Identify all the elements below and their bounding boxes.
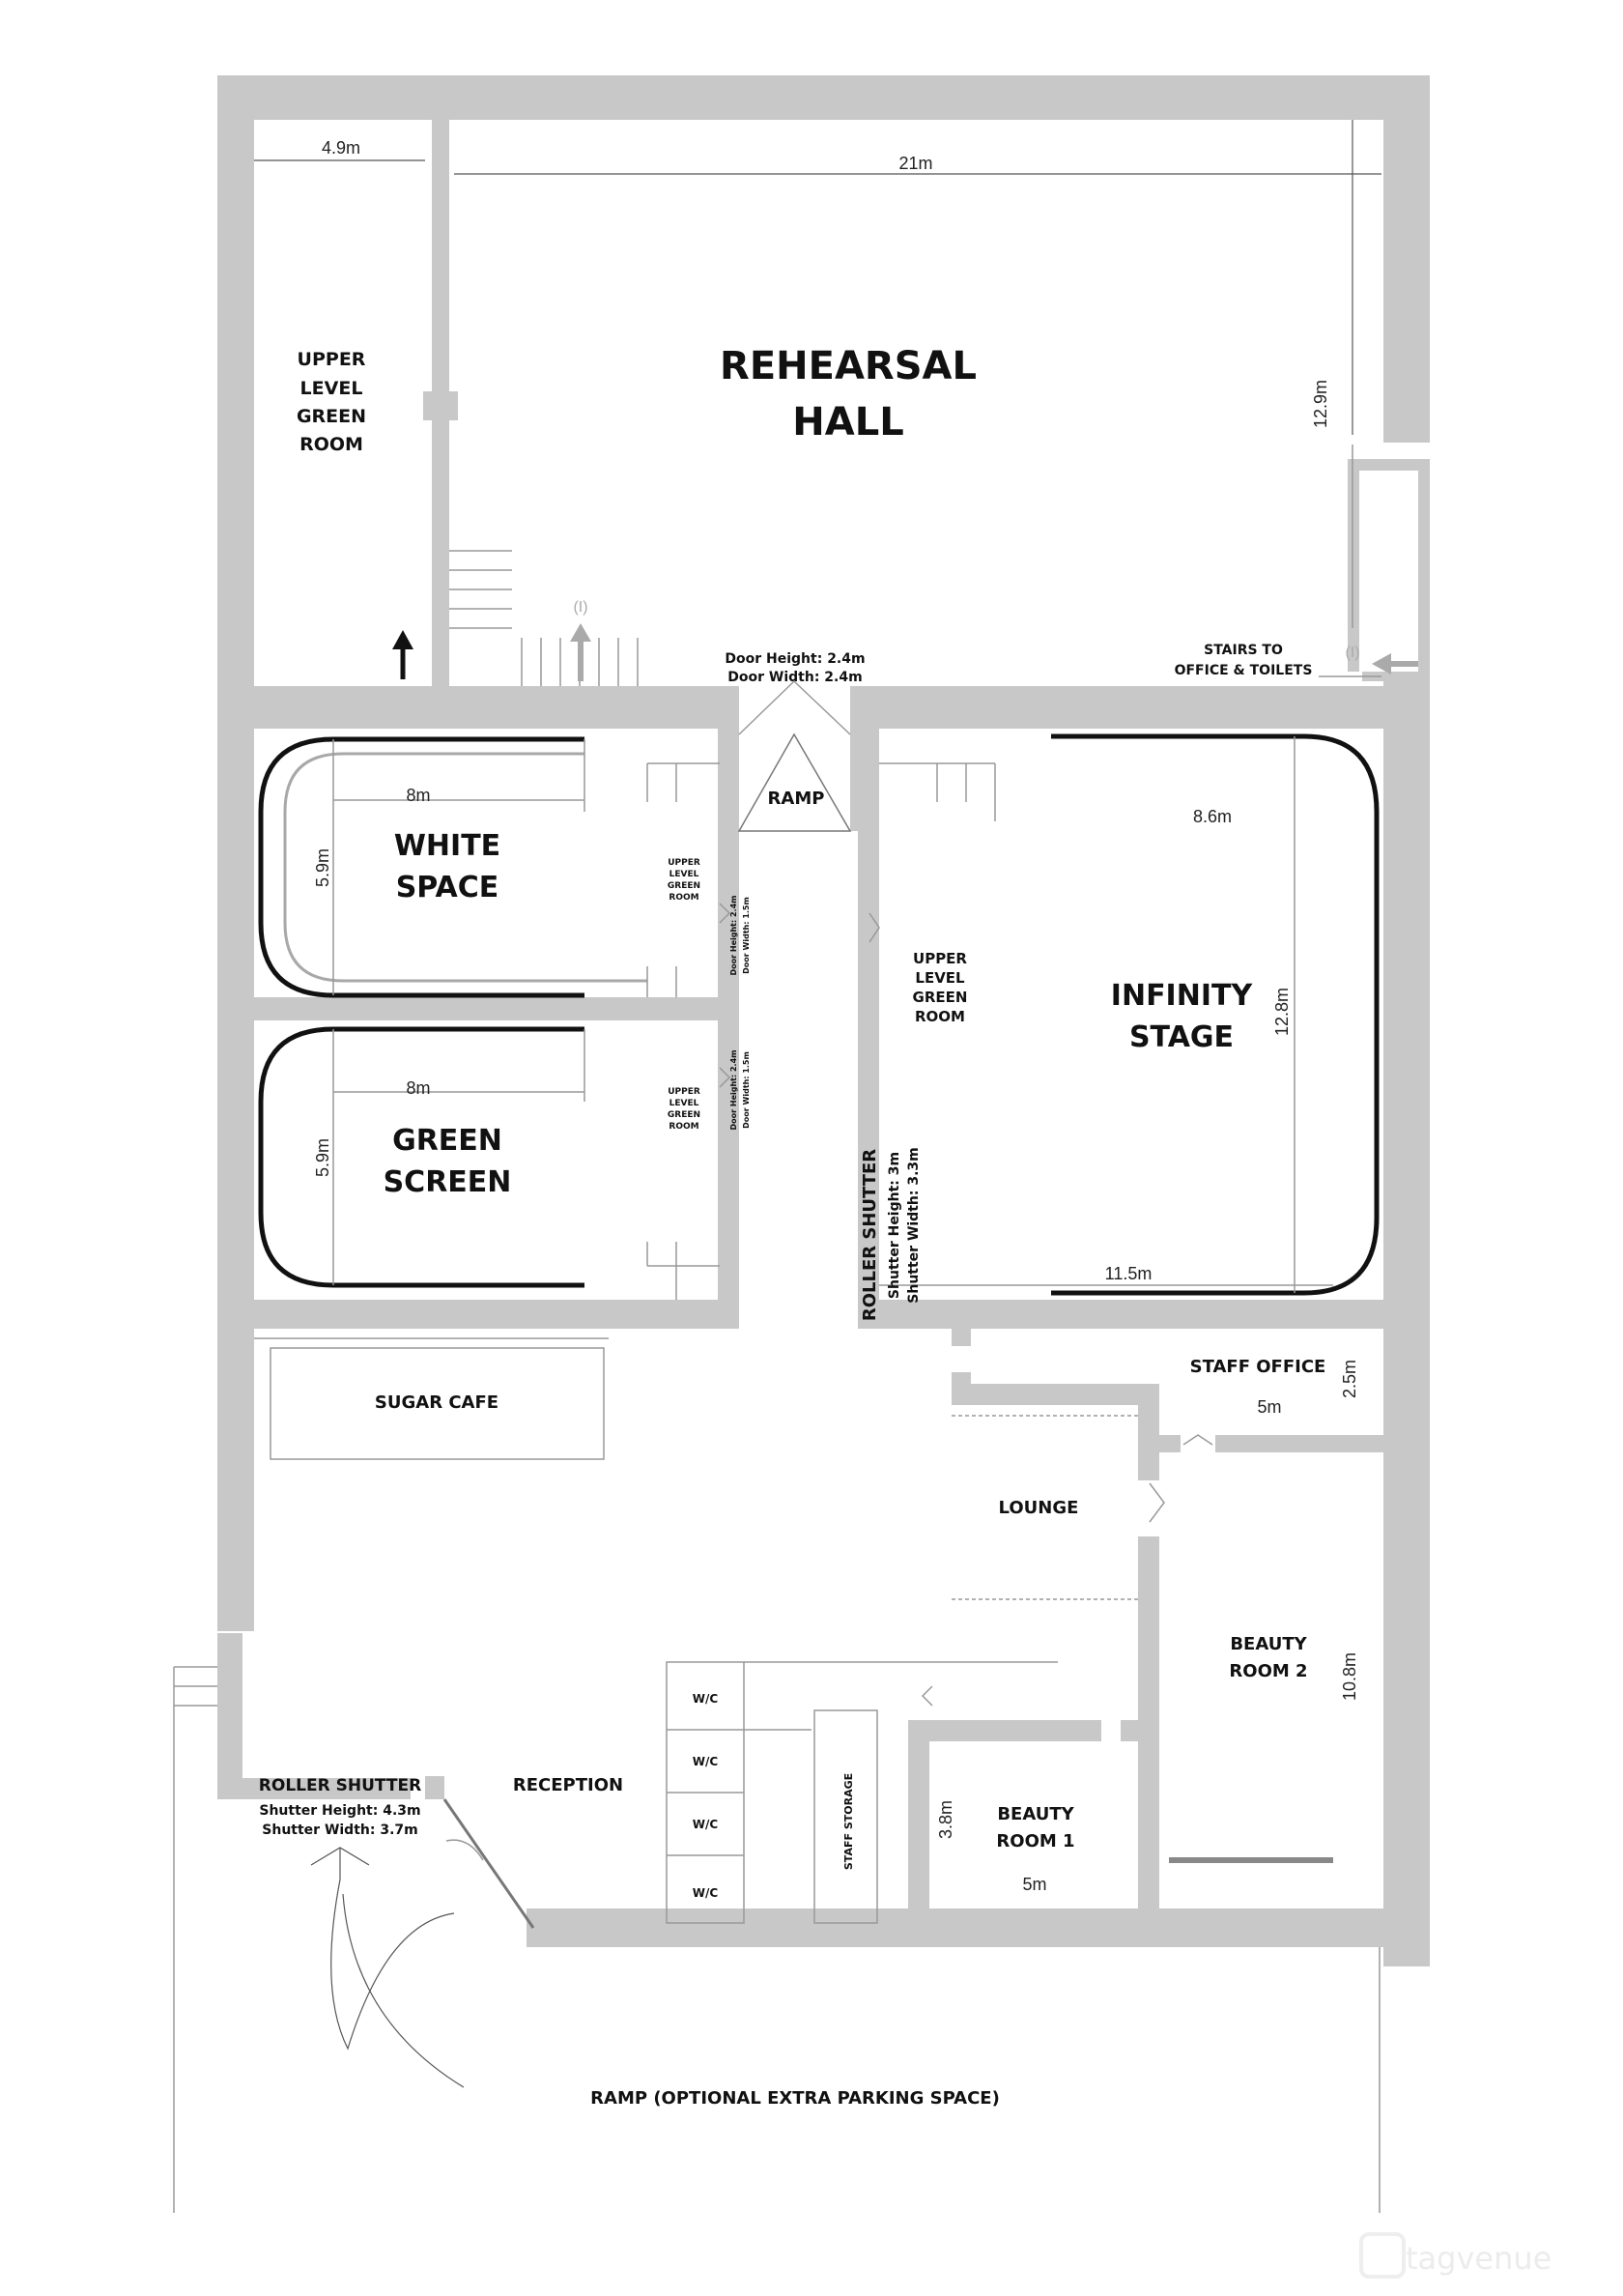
green-room-small1-line3: GREEN	[668, 881, 700, 891]
dim-green-room-width: 4.9m	[322, 138, 360, 158]
green-room-small2-line4: ROOM	[669, 1122, 698, 1132]
green-room-mid-line3: GREEN	[913, 989, 968, 1006]
dim-infinity-floor: 11.5m	[1105, 1264, 1153, 1283]
rehearsal-hall-line1: REHEARSAL	[720, 344, 977, 388]
beauty-room-2-line2: ROOM 2	[1229, 1661, 1307, 1681]
tagvenue-logo-icon	[1359, 2232, 1406, 2279]
green-room-mid-line4: ROOM	[915, 1008, 965, 1025]
green-room-top-line1: UPPER	[298, 349, 366, 370]
wc-label-1: W/C	[693, 1692, 719, 1706]
white-space-line2: SPACE	[396, 871, 499, 904]
dim-infinity-width: 8.6m	[1193, 807, 1232, 826]
green-room-small1-line4: ROOM	[669, 893, 698, 903]
green-room-top-line3: GREEN	[297, 406, 366, 427]
watermark: tagvenue	[1406, 2240, 1552, 2277]
walls	[217, 75, 1430, 1966]
beauty-room-1-line2: ROOM 1	[996, 1831, 1074, 1851]
wc-label-2: W/C	[693, 1755, 719, 1768]
green-door-height: Door Height: 2.4m	[729, 1050, 738, 1131]
infinity-stage-line1: INFINITY	[1111, 979, 1254, 1013]
dim-staff-office-depth: 2.5m	[1340, 1360, 1359, 1398]
staff-storage-label: STAFF STORAGE	[842, 1773, 855, 1870]
white-space-line1: WHITE	[394, 829, 500, 863]
ramp-parking-label: RAMP (OPTIONAL EXTRA PARKING SPACE)	[590, 2088, 1000, 2109]
dim-green-depth: 5.9m	[313, 1138, 332, 1177]
green-room-small2-line3: GREEN	[668, 1110, 700, 1120]
rehearsal-hall-line2: HALL	[792, 400, 903, 445]
dimension-labels: 4.9m 21m 12.9m 8m 5.9m 8m 5.9m 8.6m 12.8…	[313, 138, 1359, 1894]
wc-label-3: W/C	[693, 1818, 719, 1831]
wc-label-4: W/C	[693, 1886, 719, 1900]
roller-shutter-main-height: Shutter Height: 3m	[887, 1152, 902, 1299]
lounge-label: LOUNGE	[999, 1498, 1079, 1518]
reception-label: RECEPTION	[513, 1775, 623, 1795]
green-screen-line1: GREEN	[392, 1124, 502, 1158]
green-room-top-line4: ROOM	[299, 434, 363, 455]
green-door-width: Door Width: 1.5m	[742, 1051, 751, 1129]
roller-shutter-main-title: ROLLER SHUTTER	[860, 1149, 880, 1321]
green-room-top-line2: LEVEL	[300, 378, 363, 399]
infinity-stage-line2: STAGE	[1129, 1020, 1234, 1054]
sugar-cafe-label: SUGAR CAFE	[375, 1392, 498, 1413]
green-room-small2-line2: LEVEL	[669, 1099, 699, 1108]
roller-shutter-reception-width: Shutter Width: 3.7m	[262, 1822, 417, 1838]
green-room-mid-line1: UPPER	[913, 950, 967, 967]
beauty-room-1-line1: BEAUTY	[997, 1804, 1074, 1824]
stairs-line2: OFFICE & TOILETS	[1175, 663, 1313, 678]
green-room-small1-line2: LEVEL	[669, 870, 699, 879]
roller-shutter-reception-title: ROLLER SHUTTER	[259, 1776, 421, 1795]
dim-beauty1-depth: 3.8m	[936, 1800, 955, 1839]
fixtures	[173, 120, 1418, 2213]
ramp-label: RAMP	[768, 789, 825, 809]
dim-beauty1-width: 5m	[1022, 1875, 1046, 1894]
dim-white-depth: 5.9m	[313, 848, 332, 887]
white-door-width: Door Width: 1.5m	[742, 897, 751, 974]
fire-marker-hall: (I)	[573, 599, 587, 616]
fire-marker-stairs: (I)	[1345, 645, 1359, 661]
green-screen-line2: SCREEN	[384, 1165, 512, 1199]
main-door-width: Door Width: 2.4m	[727, 670, 862, 685]
door-notes: Door Height: 2.4m Door Width: 2.4m Door …	[259, 599, 1360, 1838]
room-labels: REHEARSAL HALL UPPER LEVEL GREEN ROOM WH…	[297, 344, 1325, 2109]
stairs-line1: STAIRS TO	[1204, 643, 1283, 658]
beauty-room-2-line1: BEAUTY	[1230, 1634, 1307, 1654]
dim-hall-width: 21m	[898, 154, 932, 173]
main-door-height: Door Height: 2.4m	[725, 651, 865, 667]
roller-shutter-reception-height: Shutter Height: 4.3m	[259, 1803, 420, 1819]
dim-staff-office-width: 5m	[1257, 1397, 1281, 1417]
roller-shutter-main-width: Shutter Width: 3.3m	[906, 1147, 922, 1303]
dim-white-width: 8m	[406, 786, 430, 805]
green-room-small1-line1: UPPER	[668, 858, 700, 868]
green-room-small2-line1: UPPER	[668, 1087, 700, 1097]
staff-office-label: STAFF OFFICE	[1190, 1357, 1326, 1377]
dim-beauty2-depth: 10.8m	[1340, 1652, 1359, 1701]
dim-hall-depth: 12.9m	[1311, 380, 1330, 428]
white-door-height: Door Height: 2.4m	[729, 896, 738, 976]
dim-green-width: 8m	[406, 1078, 430, 1098]
dim-infinity-depth: 12.8m	[1272, 988, 1292, 1036]
green-room-mid-line2: LEVEL	[915, 969, 965, 987]
